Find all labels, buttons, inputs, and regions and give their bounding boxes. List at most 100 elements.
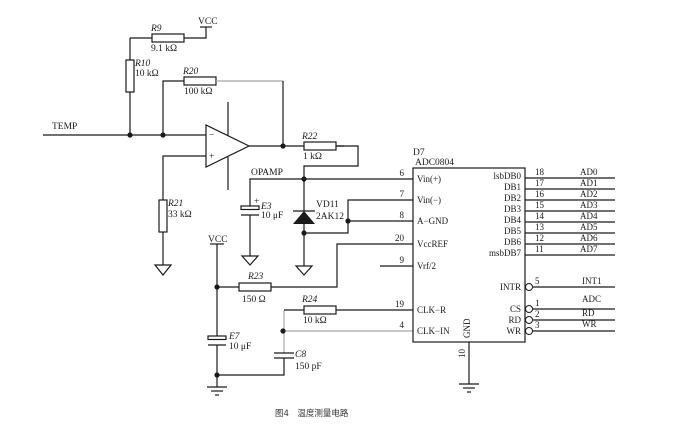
pin-number: 8	[400, 210, 405, 220]
adc-data-pin: lsbDB0 18 AD0	[493, 167, 615, 181]
pin-number: 14	[535, 211, 545, 221]
c8-capacitor: C8 150 pF	[217, 350, 322, 376]
vin-minus-wire	[304, 199, 413, 234]
r22-value: 1 kΩ	[303, 152, 322, 162]
net-label: AD3	[580, 200, 598, 210]
c8-ref: C8	[295, 350, 306, 360]
r24-resistor: R24 10 kΩ	[283, 295, 413, 353]
opamp: − +	[162, 102, 344, 200]
r21-resistor: R21 33 kΩ	[153, 199, 192, 276]
junction-dot	[127, 132, 133, 138]
pin-label: DB4	[504, 215, 522, 225]
pin-label: A−GND	[417, 216, 449, 226]
adc-data-pin: DB6 12 AD6	[504, 233, 615, 247]
pin-number: 7	[400, 189, 405, 199]
pin-label: WR	[507, 326, 522, 336]
pin-number: 3	[535, 320, 540, 330]
net-label: AD5	[580, 222, 598, 232]
pin-label: DB6	[504, 237, 522, 247]
pin-number: 20	[395, 233, 405, 243]
pin-number: 18	[535, 167, 545, 177]
pin-number: 5	[535, 276, 540, 286]
r9-value: 9.1 kΩ	[151, 44, 177, 54]
r9-ref: R9	[150, 24, 162, 34]
active-low-bubble	[525, 305, 533, 313]
r20-ref: R20	[182, 67, 199, 77]
net-label: AD1	[580, 178, 598, 188]
pin-number: 15	[535, 200, 545, 210]
junction-dot	[280, 328, 286, 334]
temp-net-label: TEMP	[52, 122, 77, 132]
active-low-bubble	[525, 283, 533, 291]
pin-label: Vin(+)	[417, 174, 441, 184]
pin-number: 11	[535, 244, 544, 254]
pin-label: CLK−R	[417, 305, 446, 315]
r23-ref: R23	[247, 272, 264, 282]
pin-label: VccREF	[417, 239, 448, 249]
adc-gnd-pin-number: 10	[457, 349, 467, 359]
r21-value: 33 kΩ	[168, 210, 192, 220]
r23-resistor: R23 150 Ω	[217, 243, 413, 305]
adc-data-pin: msbDB7 11 AD7	[489, 244, 615, 258]
junction-dot	[345, 218, 351, 224]
adc-ref: D7	[413, 148, 425, 158]
adc-control-pin: CS 1 ADC	[510, 294, 615, 314]
r22-resistor: R22 1 kΩ	[301, 132, 359, 179]
adc-pin-left: 8A−GND	[400, 210, 449, 226]
pin-label: CS	[510, 304, 521, 314]
net-label: AD0	[580, 167, 598, 177]
pin-label: DB2	[504, 193, 521, 203]
adc-left-pins: 6Vin(+)7Vin(−)8A−GND20VccREF9Vrf/219CLK−…	[395, 168, 450, 336]
r20-resistor: R20 100 kΩ	[162, 67, 284, 146]
e7-value: 10 μF	[229, 342, 251, 352]
figure-caption: 图4 温度测量电路	[275, 408, 349, 419]
net-label: ADC	[582, 294, 601, 304]
r10-value: 10 kΩ	[135, 69, 159, 79]
pin-label: lsbDB0	[493, 171, 521, 181]
e3-polarity: +	[254, 197, 259, 207]
net-label: INT1	[582, 276, 602, 286]
e3-ref: E3	[260, 202, 272, 212]
vd11-value: 2AK12	[316, 212, 344, 222]
opamp-net-label: OPAMP	[251, 168, 283, 178]
junction-dot	[280, 143, 286, 149]
net-label: AD6	[580, 233, 598, 243]
pin-number: 4	[400, 320, 405, 330]
e3-value: 10 μF	[261, 211, 283, 221]
active-low-bubble	[525, 327, 533, 335]
pin-number: 1	[535, 298, 540, 308]
pin-label: msbDB7	[489, 248, 522, 258]
r20-value: 100 kΩ	[184, 87, 212, 97]
vcc-label-top: VCC	[198, 17, 218, 27]
net-label: AD7	[580, 244, 598, 254]
net-label: RD	[582, 308, 595, 318]
pin-number: 6	[400, 168, 405, 178]
e7-capacitor: E7 10 μF	[207, 332, 251, 375]
pin-number: 12	[535, 233, 544, 243]
pin-number: 19	[395, 299, 405, 309]
r10-resistor: R10 10 kΩ	[125, 38, 159, 135]
opamp-net-wire	[249, 178, 413, 208]
pin-label: Vin(−)	[417, 195, 441, 205]
net-label: AD2	[580, 189, 598, 199]
adc-gnd-pin: GND 10	[457, 318, 479, 393]
r21-ref: R21	[167, 199, 183, 209]
ground-symbol	[207, 375, 227, 396]
r9-resistor: R9 9.1 kΩ	[130, 24, 212, 54]
pin-number: 9	[400, 255, 405, 265]
r24-value: 10 kΩ	[303, 316, 327, 326]
